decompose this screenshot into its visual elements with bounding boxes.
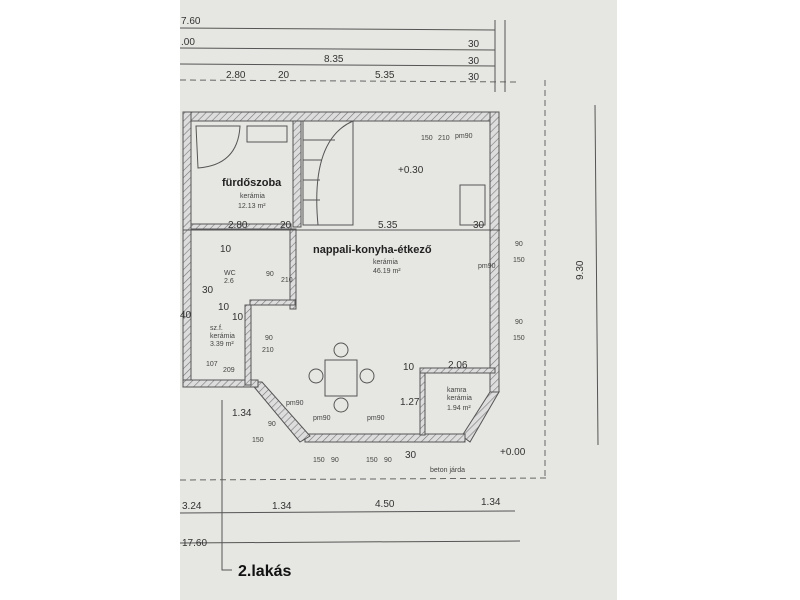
dimension-label: 150	[252, 437, 264, 444]
room-wc-area: 2.6	[224, 278, 234, 285]
dimension-label: 5.35	[378, 220, 398, 231]
dimension-label: 209	[223, 367, 235, 374]
dimension-label: 30	[473, 220, 485, 231]
side-dimension: 9.30	[575, 260, 586, 280]
dim-gap: 20	[278, 70, 290, 81]
dimension-label: pm90	[286, 400, 304, 407]
dimension-label: 10	[232, 312, 244, 323]
dimension-label: 90	[266, 271, 274, 278]
level-upper: +0.30	[398, 165, 424, 176]
dimension-label: 17.60	[182, 538, 207, 549]
dimension-label: pm90	[455, 133, 473, 140]
staircase	[302, 120, 354, 226]
dimension-label: 10	[403, 362, 415, 373]
dimension-label: pm90	[478, 263, 496, 270]
dimension-label: 90	[331, 457, 339, 464]
dimension-label: 20	[280, 220, 292, 231]
room-pantry-area: 1.94 m²	[447, 405, 471, 412]
dim-r1: 30	[468, 39, 480, 50]
window-labels: pm90 pm90 pm90 pm90 pm90	[286, 133, 496, 422]
dimension-label: 150	[513, 257, 525, 264]
bathtub-icon	[195, 125, 241, 169]
room-bath-area: 12.13 m²	[238, 203, 266, 210]
room-pantry-floor: kerámia	[447, 395, 472, 402]
dimension-label: 90	[515, 241, 523, 248]
dimension-label: 210	[262, 347, 274, 354]
room-storage-name: sz.f.	[210, 325, 223, 332]
dimension-label: 150	[421, 135, 433, 142]
room-bath-name: fürdőszoba	[222, 177, 282, 189]
dimension-label: 1.34	[481, 497, 501, 508]
dimension-label: 1.34	[272, 501, 292, 512]
dimension-label: 90	[384, 457, 392, 464]
dimension-label: 4.50	[375, 499, 395, 510]
top-dimensions: 7.60 .00 8.35 2.80 20 5.35 30 30 30	[179, 16, 521, 92]
room-bath-floor: kerámia	[240, 193, 265, 200]
dim-total-a: 7.60	[181, 16, 201, 27]
dimension-label: pm90	[367, 415, 385, 422]
room-living-floor: kerámia	[373, 259, 398, 266]
dim-left: 2.80	[226, 70, 246, 81]
dimension-label: 3.24	[182, 501, 202, 512]
counter-icon	[459, 184, 486, 226]
dimension-label: 1.34	[232, 408, 252, 419]
dimension-label: 90	[515, 319, 523, 326]
walkway-label: beton járda	[430, 467, 465, 474]
room-pantry-name: kamra	[447, 387, 467, 394]
dim-r3: 30	[468, 72, 480, 83]
level-ground: +0.00	[500, 447, 526, 458]
dim-total-b: .00	[181, 37, 195, 48]
dimension-label: 30	[405, 450, 417, 461]
dimension-label: 150	[313, 457, 325, 464]
room-living-name: nappali-konyha-étkező	[313, 244, 432, 256]
room-wc-name: WC	[224, 270, 236, 277]
apartment-label: 2.lakás	[238, 563, 291, 580]
dining-table-icon	[308, 342, 375, 413]
dimension-label: 2.80	[228, 220, 248, 231]
dimension-label: 30	[202, 285, 214, 296]
dim-right: 5.35	[375, 70, 395, 81]
dim-r2: 30	[468, 56, 480, 67]
bottom-dimensions: 3.24 1.34 4.50 1.34 17.60	[179, 497, 521, 549]
dimension-label: 210	[281, 277, 293, 284]
room-storage-area: 3.39 m²	[210, 341, 234, 348]
dimension-label: 150	[513, 335, 525, 342]
room-living-area: 46.19 m²	[373, 268, 401, 275]
dimension-label: 2.06	[448, 360, 468, 371]
paper	[180, 0, 617, 600]
dimension-label: 90	[268, 421, 276, 428]
dimension-label: 210	[438, 135, 450, 142]
side-dimension-line	[594, 104, 599, 446]
dimension-label: 10	[220, 244, 232, 255]
sink-icon	[246, 125, 288, 143]
room-storage-floor: kerámia	[210, 333, 235, 340]
dim-mid: 8.35	[324, 54, 344, 65]
walls	[182, 111, 500, 443]
dimension-label: pm90	[313, 415, 331, 422]
dimension-label: 150	[366, 457, 378, 464]
dimension-label: 1.27	[400, 397, 420, 408]
inner-dimensions: 2.80 20 5.35 30 10 30 10 10 40 90 210 90…	[180, 135, 525, 464]
dimension-label: 107	[206, 361, 218, 368]
dimension-label: 40	[180, 310, 192, 321]
apartment-leader	[221, 400, 232, 571]
dimension-label: 10	[218, 302, 230, 313]
dimension-label: 90	[265, 335, 273, 342]
